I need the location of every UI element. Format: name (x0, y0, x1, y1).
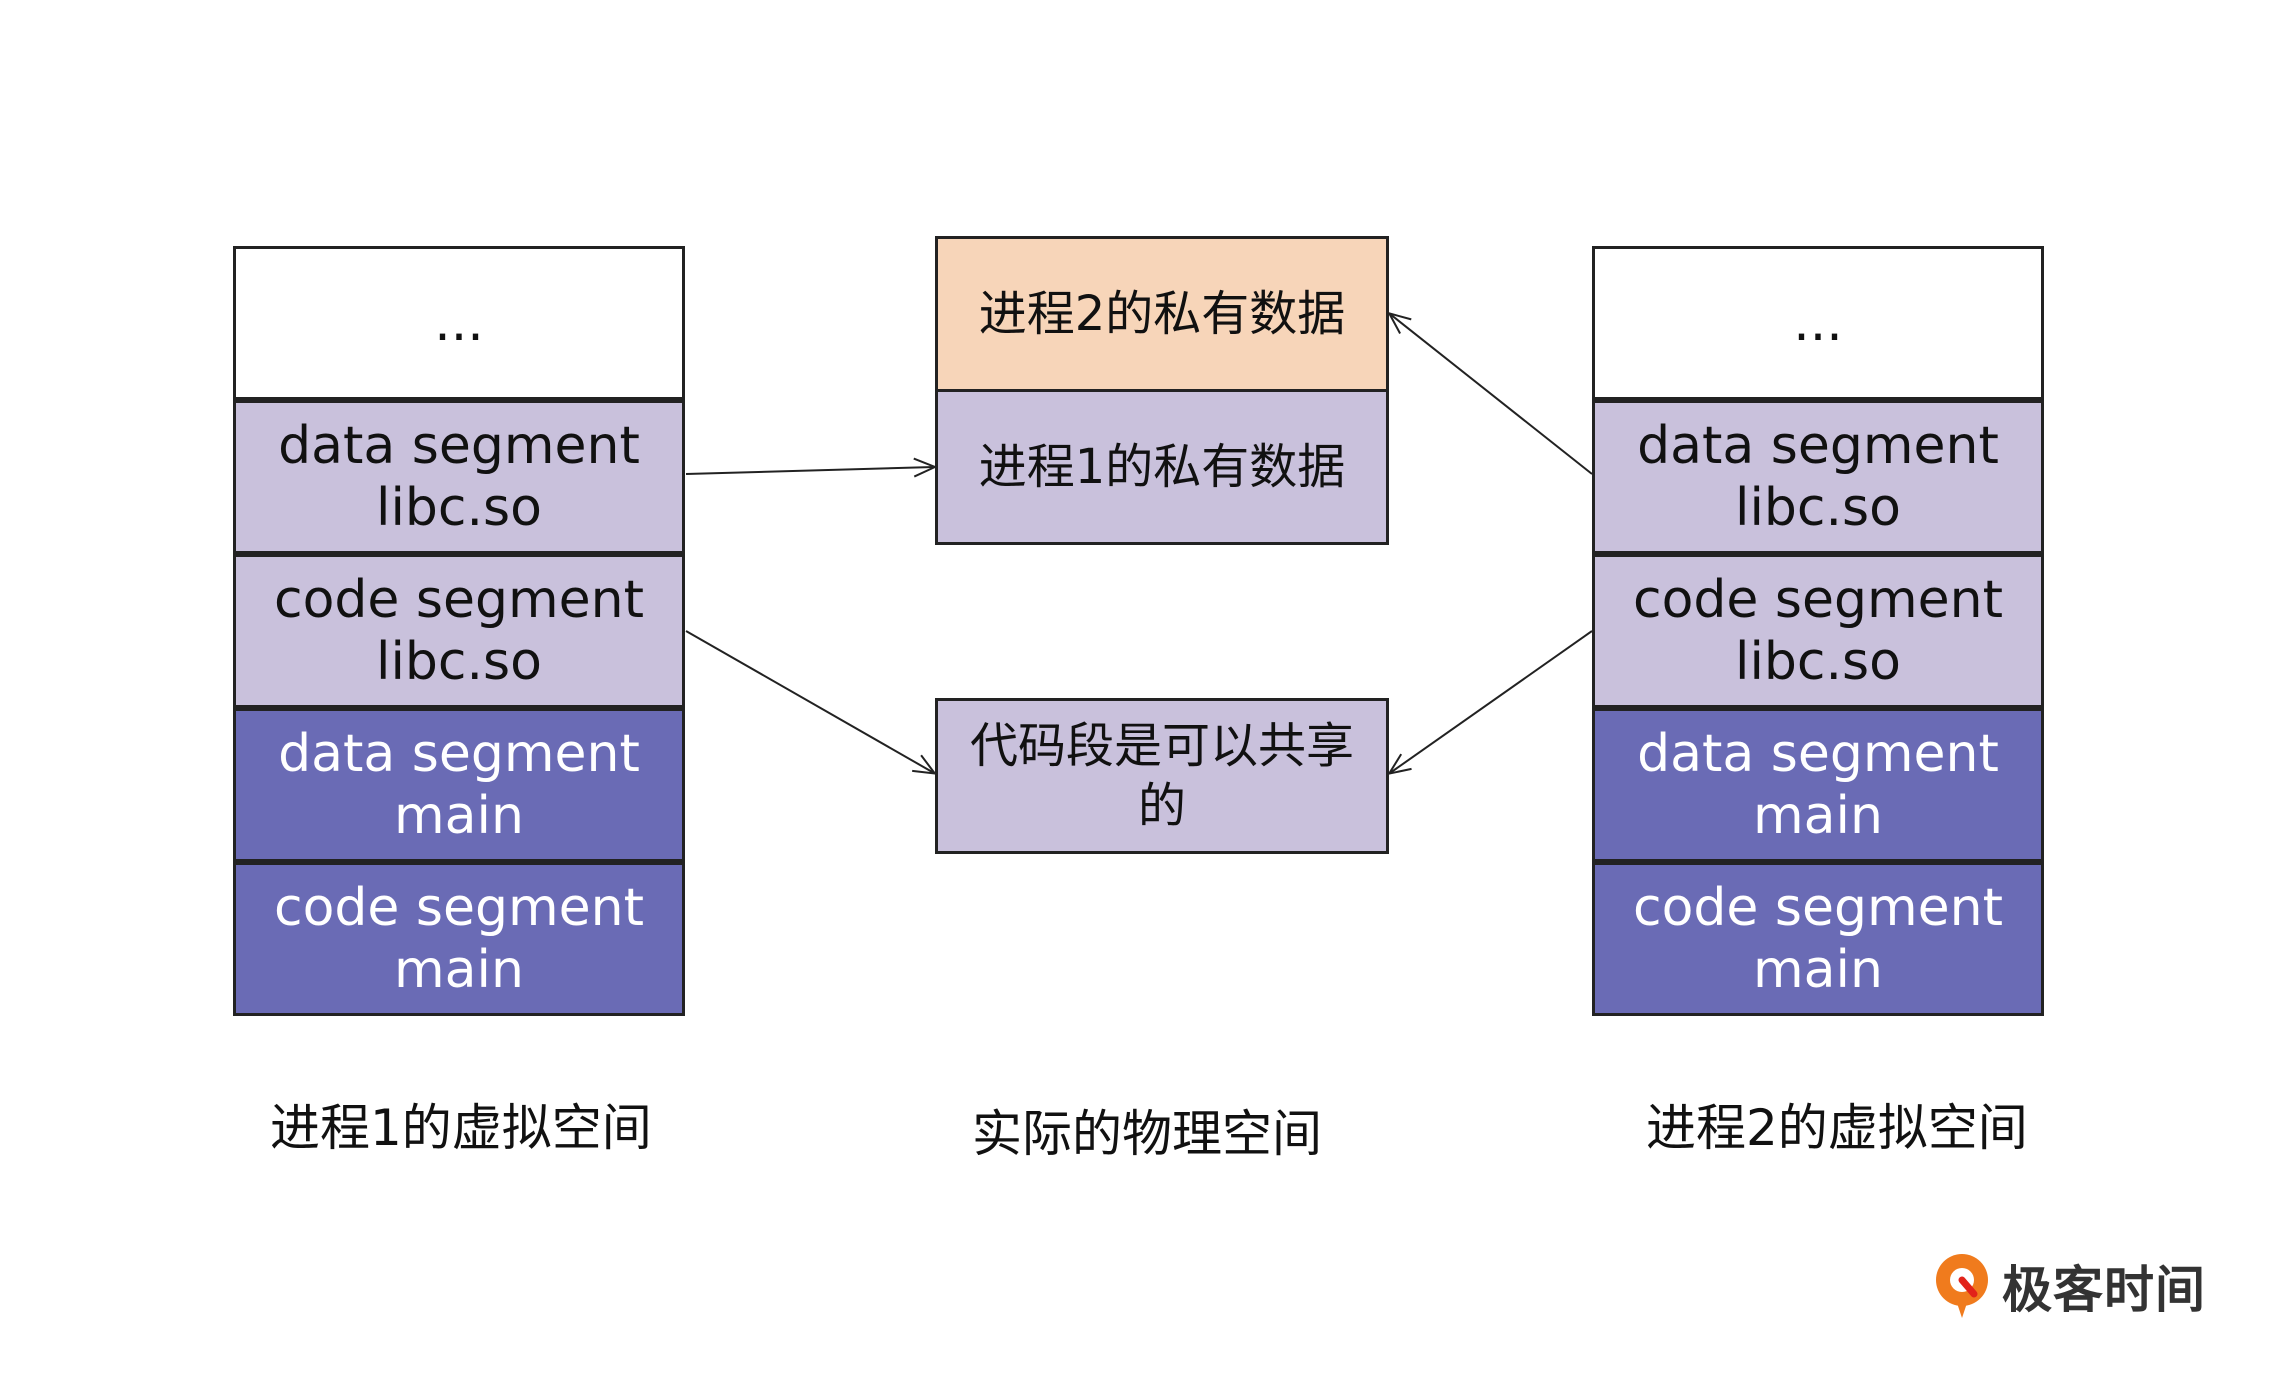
process1-stack: ... data segment libc.so code segment li… (233, 246, 685, 1016)
process1-segment-data-libc: data segment libc.so (233, 400, 685, 554)
arrow-p1-data-to-p1-private (685, 467, 934, 474)
segment-line1: code segment (273, 878, 645, 938)
segment-line1: ... (1793, 293, 1843, 353)
segment-line1: data segment (1637, 724, 1999, 784)
segment-line2: main (1753, 786, 1883, 846)
segment-line2: libc.so (376, 632, 542, 692)
process2-stack: ... data segment libc.so code segment li… (1592, 246, 2044, 1016)
physical-p2-private: 进程2的私有数据 (935, 236, 1389, 392)
process2-segment-code-libc: code segment libc.so (1592, 554, 2044, 708)
segment-line1: data segment (1637, 416, 1999, 476)
process2-caption: 进程2的虚拟空间 (1646, 1099, 2028, 1157)
physical-p2-private-label: 进程2的私有数据 (978, 286, 1346, 342)
arrow-p2-data-to-p2-private (1390, 314, 1593, 475)
segment-line1: data segment (278, 724, 640, 784)
physical-p1-private-label: 进程1的私有数据 (978, 439, 1346, 495)
process2-segment-ellipsis: ... (1592, 246, 2044, 400)
physical-shared-code-label: 代码段是可以共享的 (969, 718, 1354, 834)
segment-line2: main (394, 786, 524, 846)
physical-p1-private: 进程1的私有数据 (935, 389, 1389, 545)
geektime-logo: 极客时间 (1930, 1250, 2206, 1322)
process1-segment-ellipsis: ... (233, 246, 685, 400)
process2-segment-data-libc: data segment libc.so (1592, 400, 2044, 554)
process1-segment-data-main: data segment main (233, 708, 685, 862)
arrow-p1-code-to-shared (685, 630, 934, 773)
logo-text: 极客时间 (2002, 1261, 2206, 1319)
process1-segment-code-main: code segment main (233, 862, 685, 1016)
segment-line2: main (1753, 940, 1883, 1000)
segment-line2: libc.so (376, 478, 542, 538)
process1-segment-code-libc: code segment libc.so (233, 554, 685, 708)
process2-segment-data-main: data segment main (1592, 708, 2044, 862)
segment-line2: libc.so (1735, 478, 1901, 538)
process2-segment-code-main: code segment main (1592, 862, 2044, 1016)
physical-caption: 实际的物理空间 (972, 1105, 1322, 1163)
segment-line1: ... (434, 293, 484, 353)
physical-shared-code: 代码段是可以共享的 (935, 698, 1389, 854)
arrow-p2-code-to-shared (1390, 630, 1593, 773)
geektime-logo-icon (1936, 1254, 1988, 1318)
segment-line1: code segment (1632, 570, 2004, 630)
segment-line1: code segment (273, 570, 645, 630)
segment-line1: code segment (1632, 878, 2004, 938)
segment-line2: libc.so (1735, 632, 1901, 692)
segment-line1: data segment (278, 416, 640, 476)
process1-caption: 进程1的虚拟空间 (270, 1099, 652, 1157)
segment-line2: main (394, 940, 524, 1000)
